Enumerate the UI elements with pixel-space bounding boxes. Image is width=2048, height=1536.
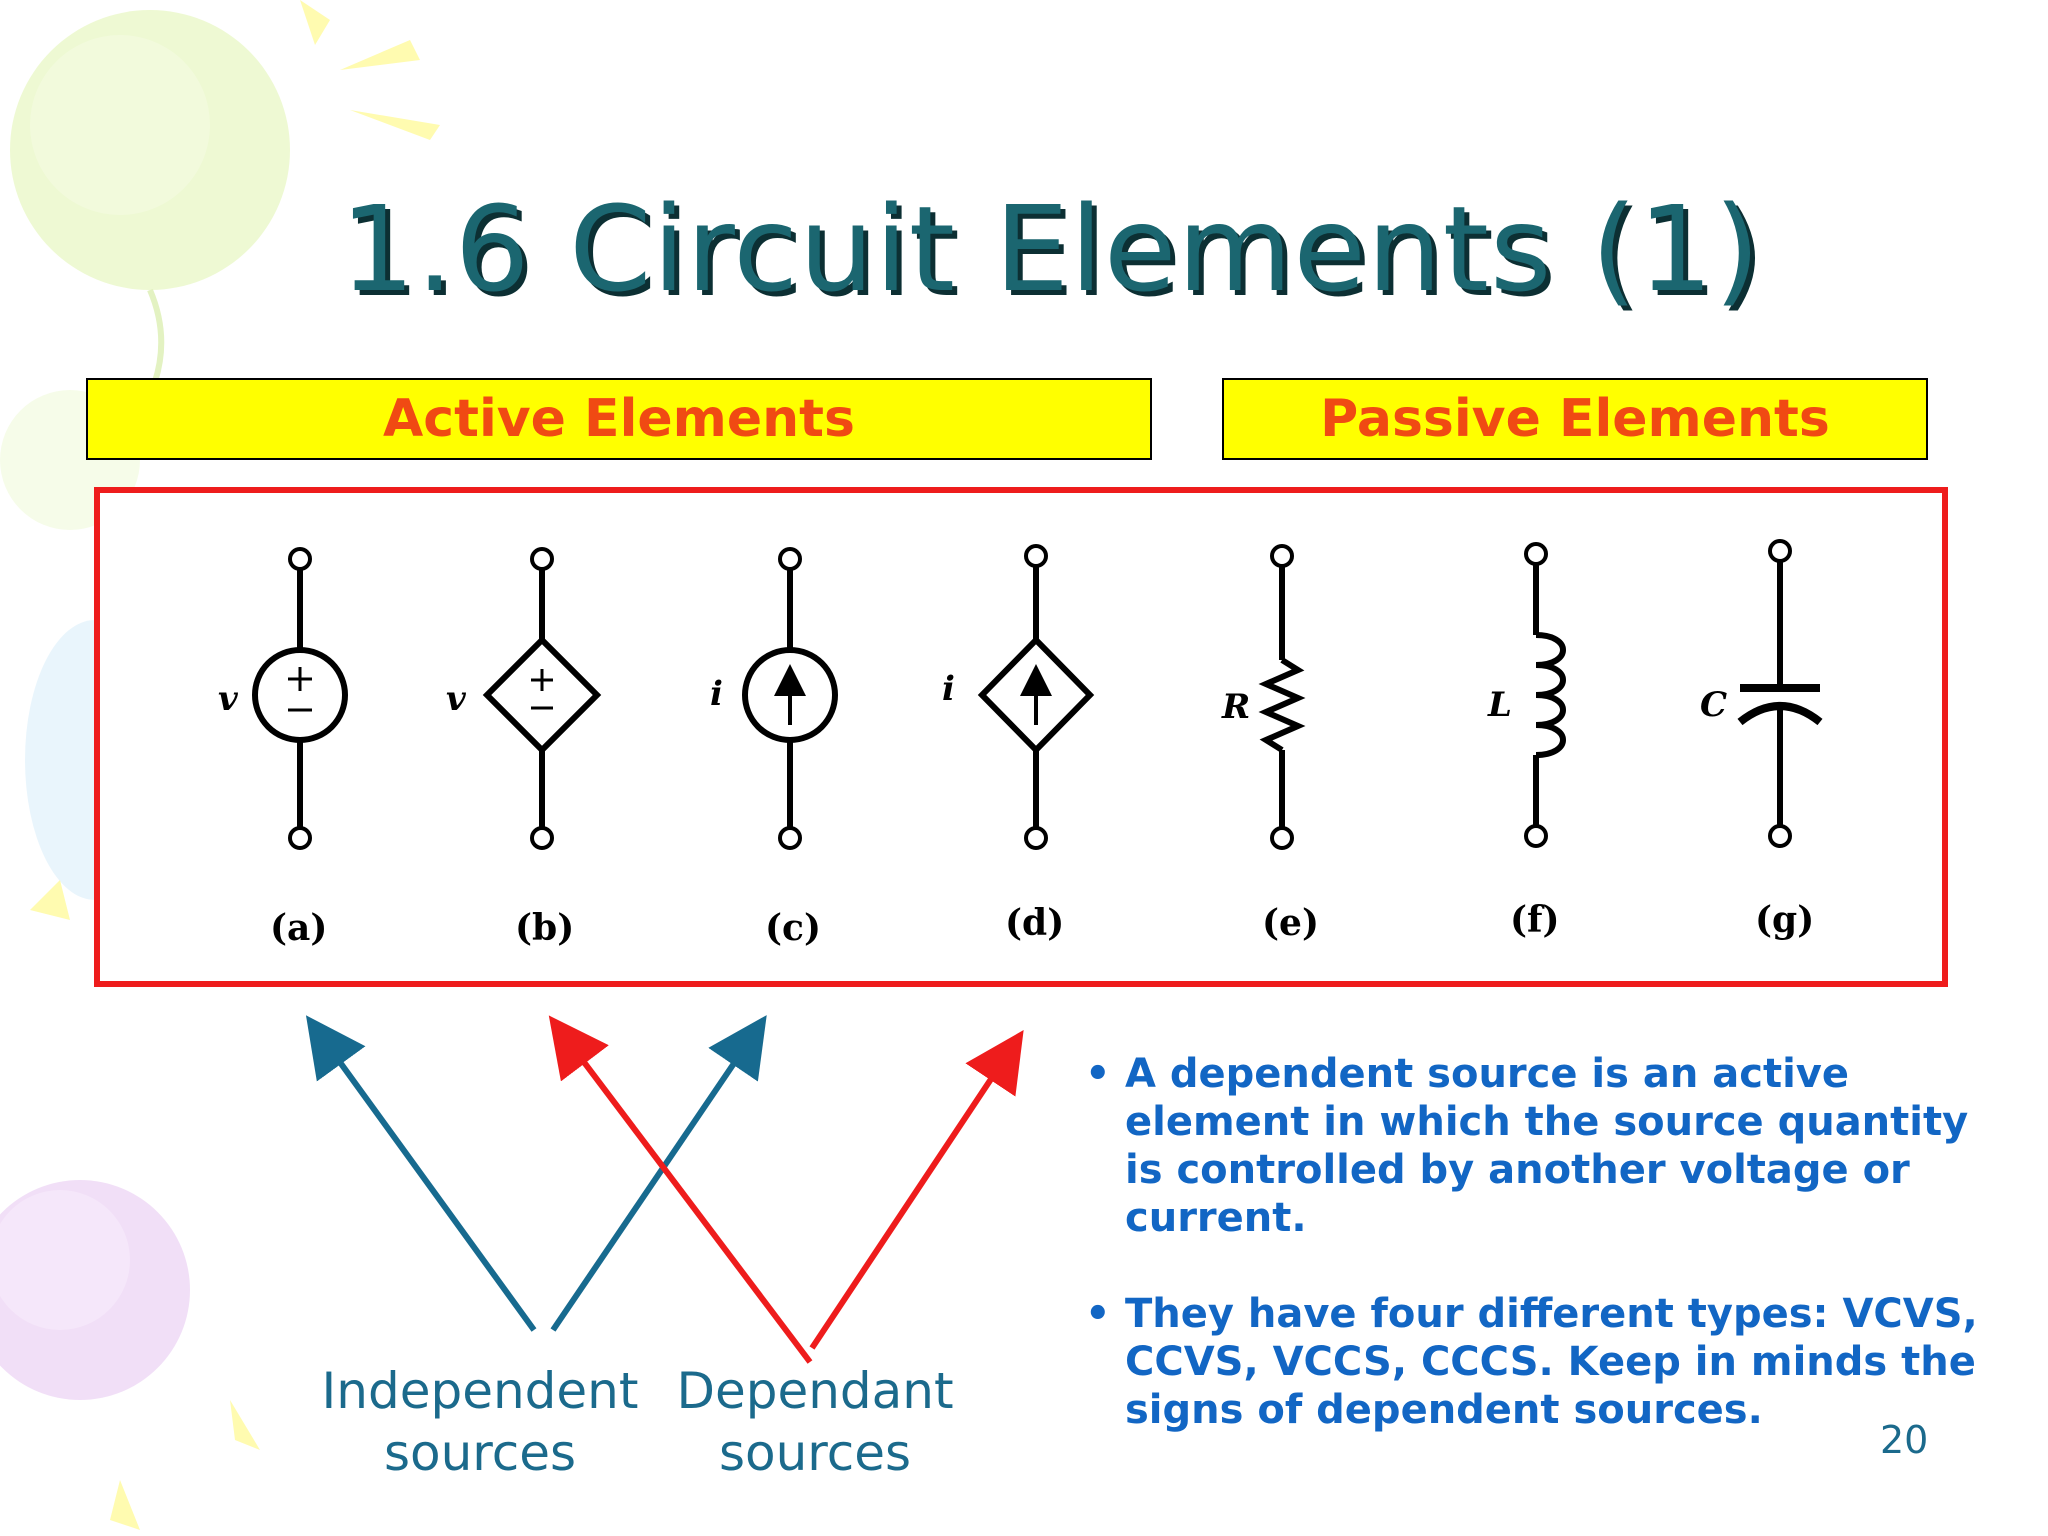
symbol-g-capacitor <box>1737 539 1823 848</box>
symbol-c-independent-current-source <box>742 547 838 850</box>
independent-sources-label: Independent sources <box>300 1360 660 1484</box>
symbol-f-letter: L <box>1487 685 1512 725</box>
bullet-item: A dependent source is an active element … <box>1085 1050 1995 1242</box>
symbol-a-letter: v <box>218 679 239 719</box>
active-elements-label: Active Elements <box>383 389 855 449</box>
dependent-sources-line1: Dependant <box>676 1362 954 1420</box>
symbol-c-letter: i <box>710 674 723 714</box>
symbol-b-letter: v <box>446 679 467 719</box>
bullet-list: A dependent source is an active element … <box>1085 1050 1995 1482</box>
independent-sources-line2: sources <box>383 1424 577 1482</box>
bullet-item: They have four different types: VCVS, CC… <box>1085 1290 1995 1434</box>
dependent-sources-label: Dependant sources <box>650 1360 980 1484</box>
dependent-arrow-to-b <box>548 1015 813 1364</box>
page-number: 20 <box>1880 1418 1929 1462</box>
symbol-g-caption: (g) <box>1755 899 1814 941</box>
passive-elements-label: Passive Elements <box>1320 389 1830 449</box>
independent-arrow-to-a <box>305 1015 537 1332</box>
symbol-e-letter: R <box>1221 687 1250 727</box>
independent-sources-line1: Independent <box>321 1362 639 1420</box>
symbol-d-letter: i <box>942 669 955 709</box>
symbol-b-dependent-voltage-source <box>482 547 602 850</box>
slide-title: 1.6 Circuit Elements (1) <box>340 180 1762 318</box>
active-elements-header: Active Elements <box>86 378 1152 460</box>
symbol-d-dependent-current-source <box>977 544 1095 850</box>
independent-arrow-to-c <box>550 1015 767 1332</box>
symbol-g-letter: C <box>1700 685 1727 725</box>
symbol-a-independent-voltage-source <box>252 547 348 850</box>
symbol-f-inductor <box>1524 542 1566 848</box>
symbol-e-caption: (e) <box>1262 902 1319 944</box>
symbol-f-caption: (f) <box>1510 899 1560 941</box>
symbol-e-resistor <box>1258 544 1306 850</box>
symbol-b-caption: (b) <box>515 907 574 949</box>
symbol-d-caption: (d) <box>1005 902 1064 944</box>
dependent-arrow-to-d <box>809 1030 1024 1350</box>
symbol-a-caption: (a) <box>270 907 327 949</box>
dependent-sources-line2: sources <box>718 1424 912 1482</box>
passive-elements-header: Passive Elements <box>1222 378 1928 460</box>
symbol-c-caption: (c) <box>765 907 821 949</box>
